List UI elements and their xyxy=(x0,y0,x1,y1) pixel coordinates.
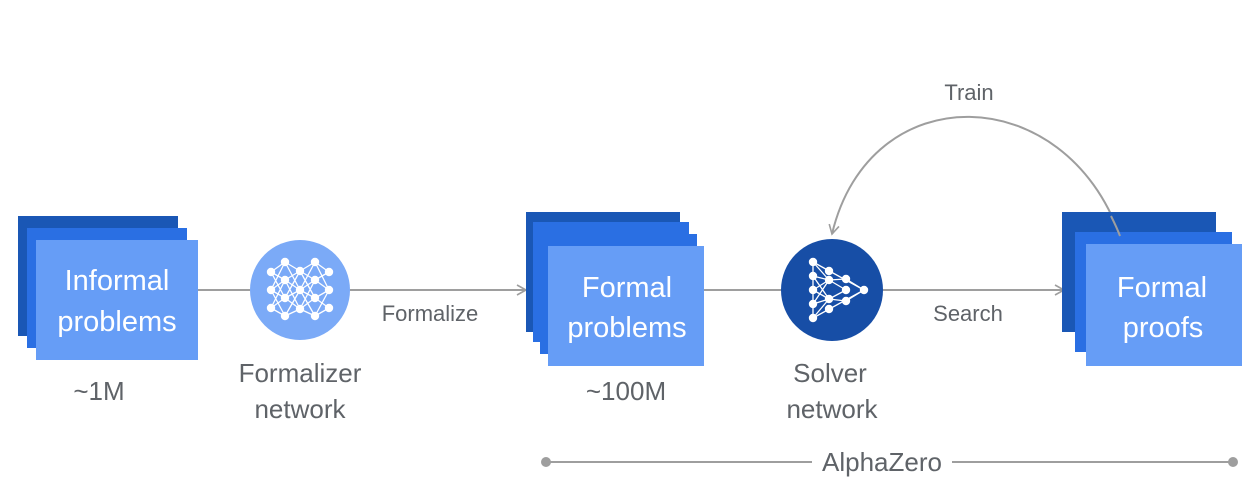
stack-card-front xyxy=(1086,244,1242,366)
informal-label-line2: problems xyxy=(57,306,176,338)
edge-train-loop-overlay xyxy=(1110,215,1121,237)
proofs-label-line2: proofs xyxy=(1123,312,1204,344)
formal-proofs-stack: Formal proofs xyxy=(1062,212,1242,366)
formal-problems-stack: Formal problems xyxy=(526,212,704,366)
solver-label-line2: network xyxy=(786,394,878,424)
stack-card-front xyxy=(548,246,704,366)
search-edge-label: Search xyxy=(933,301,1003,326)
formal-label-line2: problems xyxy=(567,312,686,344)
formalizer-label-line2: network xyxy=(254,394,346,424)
proofs-label-line1: Formal xyxy=(1117,272,1207,304)
alphazero-span-end-dot xyxy=(1228,457,1238,467)
formalizer-label-line1: Formalizer xyxy=(239,358,362,388)
alphazero-span-label: AlphaZero xyxy=(822,447,942,477)
solver-label-line1: Solver xyxy=(793,358,867,388)
informal-count: ~1M xyxy=(73,376,124,406)
alphazero-span: AlphaZero xyxy=(541,447,1238,477)
solver-circle xyxy=(781,239,883,341)
stack-card-front xyxy=(36,240,198,360)
alphazero-span-start-dot xyxy=(541,457,551,467)
solver-network-node xyxy=(781,239,883,341)
formalizer-network-node xyxy=(250,240,350,340)
edge-train-loop xyxy=(828,115,1121,237)
train-loop-label: Train xyxy=(944,80,993,105)
formalize-edge-label: Formalize xyxy=(382,301,479,326)
formal-label-line1: Formal xyxy=(582,272,672,304)
informal-problems-stack: Informal problems xyxy=(18,216,198,360)
informal-label-line1: Informal xyxy=(65,265,170,297)
neural-network-icon xyxy=(270,261,330,317)
formal-count: ~100M xyxy=(586,376,666,406)
